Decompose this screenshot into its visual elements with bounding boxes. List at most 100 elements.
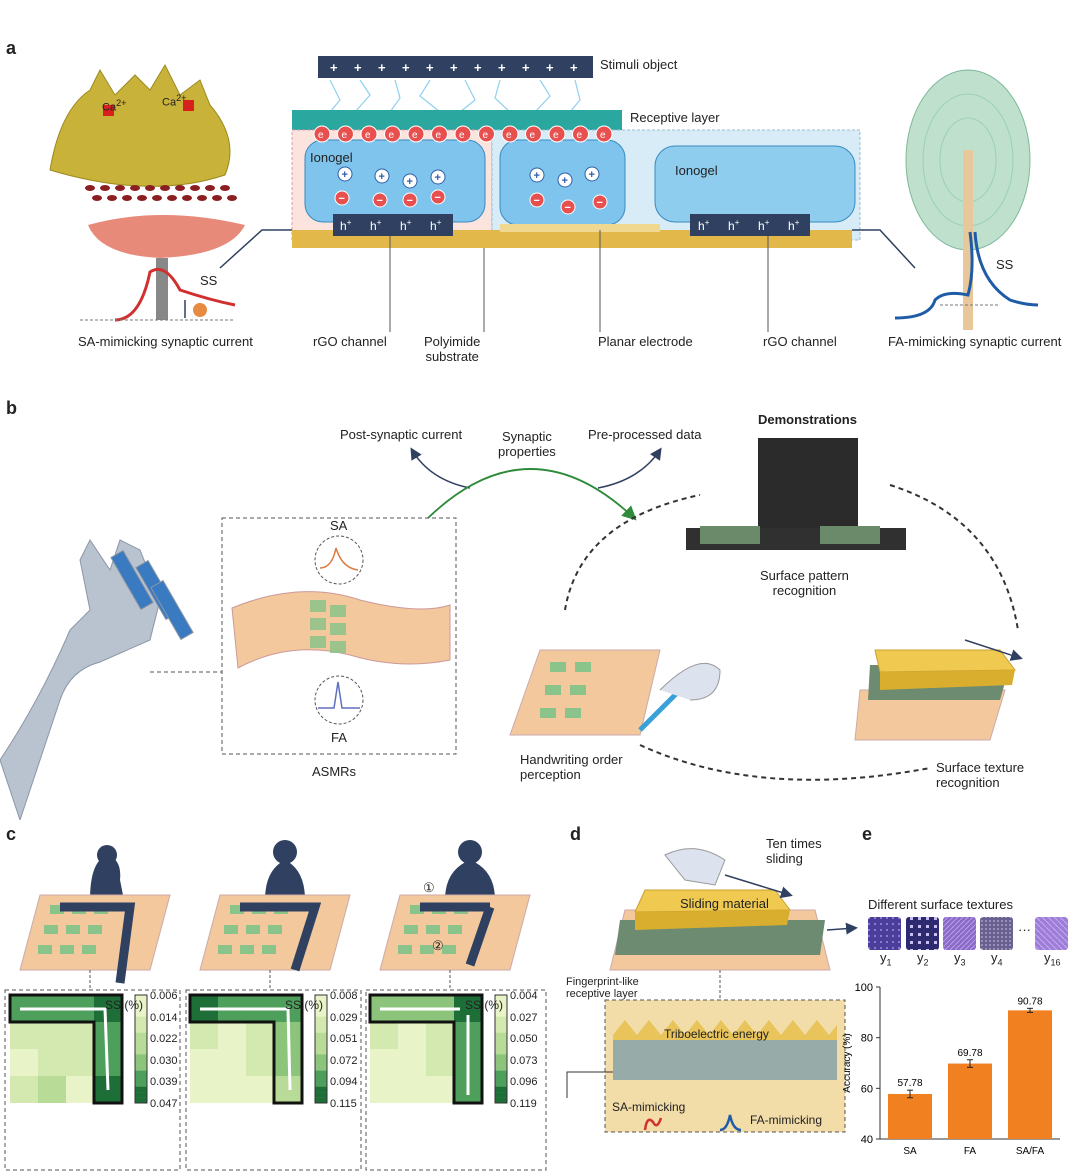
colorbar-tick: 0.094 — [330, 1076, 358, 1089]
panel-label-d: d — [570, 824, 581, 844]
svg-text:e: e — [318, 130, 324, 141]
hole-charge: h+ — [758, 218, 770, 233]
svg-text:e: e — [436, 130, 442, 141]
svg-text:+: + — [407, 176, 413, 188]
y-tick-label: 100 — [855, 982, 873, 994]
bar-value-label: 90.78 — [1017, 996, 1042, 1007]
positive-charge: + — [474, 60, 482, 75]
ionogel-right — [654, 145, 856, 223]
electric-field-lines — [329, 79, 581, 113]
handwriting-sensor — [509, 649, 721, 736]
anion — [430, 189, 446, 205]
electron — [360, 125, 378, 143]
colorbar-tick: 0.051 — [330, 1033, 358, 1046]
electron — [407, 125, 425, 143]
colorbar-tick: 0.006 — [150, 990, 178, 1002]
texture-ellipsis: ··· — [1018, 922, 1031, 937]
y-tick-label: 80 — [861, 1033, 873, 1045]
electron — [454, 125, 472, 143]
bar-value-label: 57.78 — [897, 1078, 922, 1089]
heatmap-cell — [370, 1076, 398, 1103]
panel-label-c: c — [6, 824, 17, 844]
fa-current-label: FA-mimicking synaptic current — [888, 334, 1062, 349]
texture-label-y4: y4 — [991, 950, 1003, 968]
colorbar-tick: 0.022 — [150, 1033, 178, 1046]
heatmap-cell — [246, 1049, 274, 1076]
cation — [337, 166, 353, 182]
heatmap-cell — [218, 1022, 246, 1049]
svg-text:e: e — [506, 130, 512, 141]
hole-charge: h+ — [400, 218, 412, 233]
heatmap-cell — [246, 1022, 274, 1049]
svg-text:+: + — [342, 169, 348, 181]
heatmap-cell — [66, 1076, 94, 1103]
svg-text:+: + — [379, 171, 385, 183]
triboelectric-label: Triboelectric energy — [664, 1027, 769, 1041]
panel-label-e: e — [862, 824, 873, 844]
rgo-channel-left — [333, 214, 453, 236]
positive-charge: + — [330, 60, 338, 75]
hole-charge: h+ — [788, 218, 800, 233]
svg-text:+: + — [562, 175, 568, 187]
positive-charge: + — [546, 60, 554, 75]
y-tick-label: 40 — [861, 1134, 873, 1146]
cation — [430, 169, 446, 185]
electron — [431, 125, 448, 143]
colorbar-tick: 0.004 — [510, 990, 538, 1002]
heatmap-cell — [38, 1022, 66, 1049]
robot-hand — [0, 539, 194, 820]
texture-swatches — [868, 917, 1068, 950]
electron — [525, 125, 542, 143]
positive-charge: + — [426, 60, 434, 75]
panel-label-b: b — [6, 398, 17, 418]
post-synaptic-label: Post-synaptic current — [340, 427, 463, 442]
texture-label-y2: y2 — [917, 950, 929, 968]
planar-electrode-label: Planar electrode — [598, 334, 693, 349]
panel-c-illustration — [4, 840, 547, 1171]
svg-text:e: e — [459, 130, 465, 141]
x-tick-label: FA — [964, 1146, 977, 1157]
texture-label-y16: y16 — [1044, 950, 1061, 968]
svg-text:+: + — [534, 170, 540, 182]
y-tick-label: 60 — [861, 1083, 873, 1095]
svg-text:−: − — [435, 192, 441, 204]
colorbar-tick: 0.030 — [150, 1054, 178, 1067]
positive-charge: + — [378, 60, 386, 75]
surface-texture-sensor — [854, 639, 1023, 741]
different-textures-label: Different surface textures — [868, 897, 1013, 912]
electron — [384, 125, 401, 143]
positive-charge: + — [402, 60, 410, 75]
rgo-channel-right — [690, 214, 810, 236]
colorbar-title: SS (%) — [105, 998, 144, 1012]
ionogel-right-label: Ionogel — [675, 163, 718, 178]
heatmap-cell — [38, 1049, 66, 1076]
svg-text:+: + — [435, 172, 441, 184]
colorbar-tick: 0.072 — [330, 1054, 358, 1067]
svg-text:−: − — [565, 202, 571, 214]
fa-circle-label: FA — [331, 730, 347, 745]
cation — [374, 168, 390, 184]
preprocessed-label: Pre-processed data — [588, 427, 702, 442]
svg-text:−: − — [597, 197, 603, 209]
electron — [595, 125, 613, 143]
heatmap-cell — [398, 1049, 426, 1076]
sliding-material-label: Sliding material — [680, 896, 769, 911]
heatmap-cell — [370, 1049, 398, 1076]
svg-text:−: − — [339, 193, 345, 205]
anion — [334, 190, 350, 206]
stimuli-object-label: Stimuli object — [600, 57, 678, 72]
surface-pattern-device — [686, 438, 906, 550]
svg-text:e: e — [365, 130, 371, 141]
rgo-channel-left-label: rGO channel — [313, 334, 387, 349]
step-2-marker: ② — [432, 938, 444, 953]
texture-label-y3: y3 — [954, 950, 966, 968]
cation — [584, 166, 600, 182]
heatmap-cell — [426, 1022, 454, 1049]
colorbar-tick: 0.008 — [330, 990, 358, 1002]
panel-b-illustration — [0, 438, 1023, 820]
ss-label-left: SS — [200, 273, 218, 288]
sa-circle-label: SA — [330, 518, 348, 533]
